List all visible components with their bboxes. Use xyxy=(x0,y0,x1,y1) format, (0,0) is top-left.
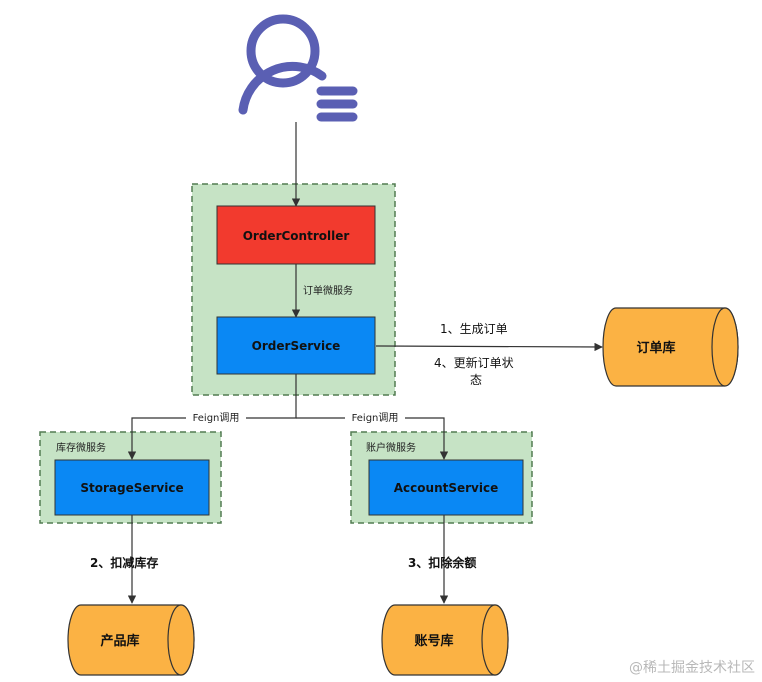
product-db: 产品库 xyxy=(67,604,195,676)
controller-to-service-label: 订单微服务 xyxy=(303,284,353,297)
product-db-label: 产品库 xyxy=(100,633,139,649)
account-group-label: 账户微服务 xyxy=(366,441,416,454)
order-controller-box xyxy=(216,205,376,265)
order-db-label: 订单库 xyxy=(636,340,675,356)
order-db: 订单库 xyxy=(602,307,739,387)
feign-right-label: Feign调用 xyxy=(352,412,399,424)
order-service-label: OrderService xyxy=(252,339,341,353)
deduct-stock-label: 2、扣减库存 xyxy=(90,555,158,570)
service-to-order-db-edge xyxy=(375,342,603,352)
order-service-box xyxy=(216,316,376,375)
account-service-box xyxy=(368,459,524,516)
deduct-balance-label: 3、扣除余额 xyxy=(408,555,476,570)
user-icon xyxy=(238,14,358,122)
feign-left-label: Feign调用 xyxy=(193,412,240,424)
watermark: @稀土掘金技术社区 xyxy=(629,660,755,676)
create-order-label: 1、生成订单 xyxy=(440,322,508,336)
account-db: 账号库 xyxy=(381,604,509,676)
account-db-label: 账号库 xyxy=(414,633,453,649)
storage-service-label: StorageService xyxy=(80,481,183,495)
order-controller-label: OrderController xyxy=(243,229,350,243)
update-order-label-line1: 4、更新订单状 xyxy=(434,355,514,370)
update-order-label-line2: 态 xyxy=(470,373,482,387)
account-service-label: AccountService xyxy=(394,481,498,495)
storage-service-box xyxy=(54,459,210,516)
storage-group-label: 库存微服务 xyxy=(56,441,106,454)
